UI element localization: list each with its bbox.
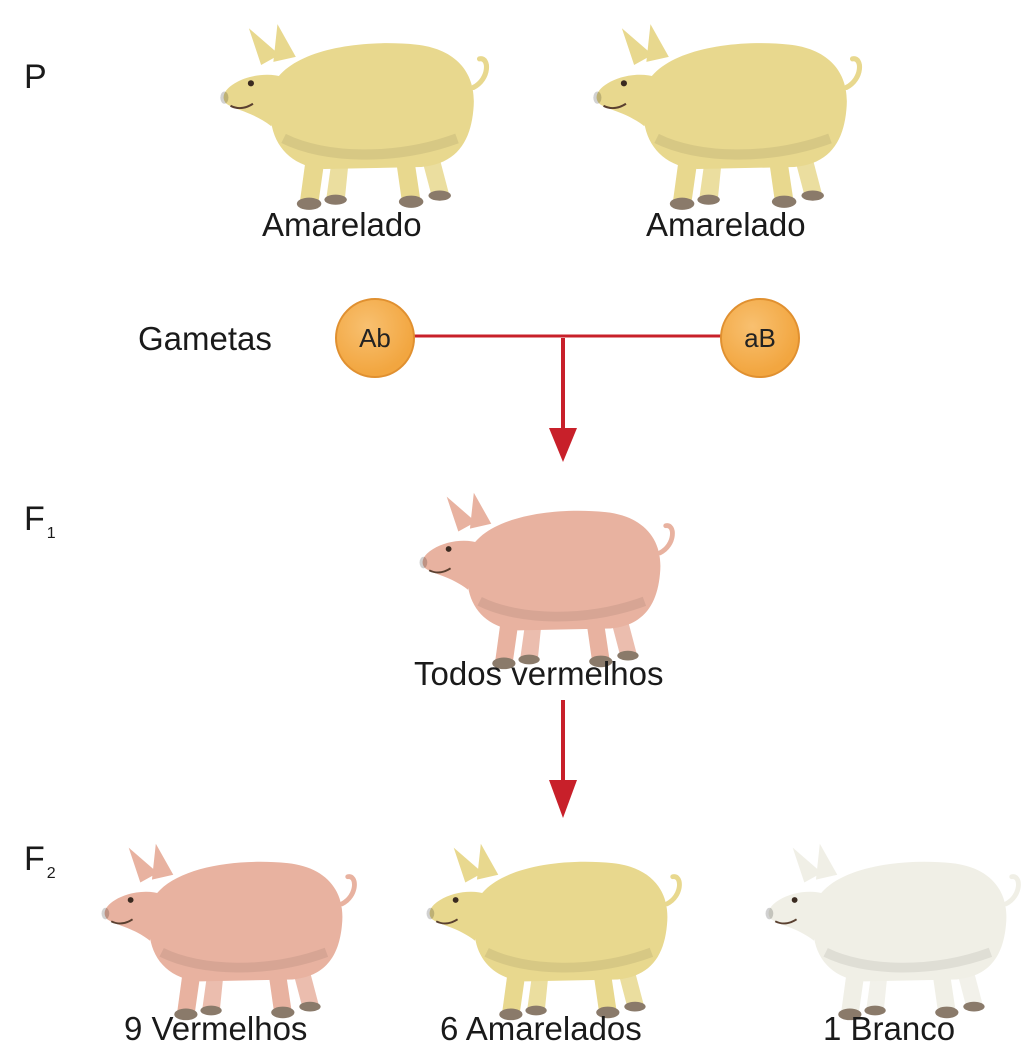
- arrow-to-f2: [549, 700, 577, 818]
- generation-f1-letter: F: [24, 500, 45, 538]
- parent-right-label: Amarelado: [646, 206, 806, 243]
- parent-pig-right: [583, 16, 873, 216]
- f2-red-label: 9 Vermelhos: [124, 1010, 308, 1047]
- gamete-right-text: aB: [744, 322, 776, 353]
- generation-f2-letter: F: [24, 840, 45, 878]
- generation-p-letter: P: [24, 58, 47, 96]
- gametes-label: Gametas: [138, 320, 272, 357]
- gamete-left-text: Ab: [359, 322, 391, 353]
- f2-white-label: 1 Branco: [823, 1010, 956, 1047]
- generation-f1-subscript: 1: [46, 525, 56, 542]
- arrow-to-f1: [549, 338, 577, 462]
- f2-pig-white: [756, 836, 1031, 1026]
- parent-left-label: Amarelado: [262, 206, 422, 243]
- f1-label: Todos vermelhos: [414, 655, 664, 692]
- f2-yellow-label: 6 Amarelados: [440, 1010, 642, 1047]
- generation-p-label: P: [24, 58, 47, 97]
- f2-pig-red: [92, 836, 367, 1026]
- generation-f2-subscript: 2: [46, 865, 56, 882]
- f1-pig: [410, 485, 685, 675]
- f2-pig-yellow: [412, 836, 697, 1026]
- parent-pig-left: [210, 16, 500, 216]
- gamete-left: Ab: [335, 298, 415, 378]
- gamete-right: aB: [720, 298, 800, 378]
